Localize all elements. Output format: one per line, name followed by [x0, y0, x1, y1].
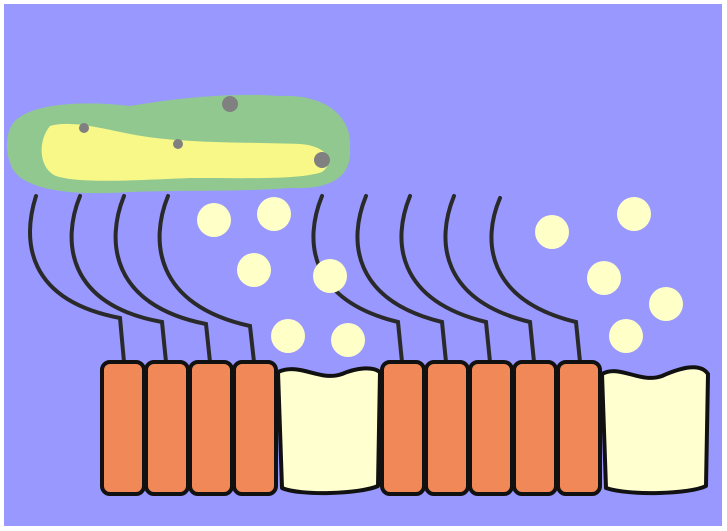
mucus-droplet-icon: [197, 203, 231, 237]
goblet-cell-icon: [602, 367, 708, 493]
ciliated-cell-icon: [514, 362, 556, 494]
organism-spot: [222, 96, 238, 112]
goblet-cell-icon: [278, 368, 380, 493]
ciliated-cell-icon: [470, 362, 512, 494]
ciliated-cell-icon: [146, 362, 188, 494]
mucus-droplet-icon: [617, 197, 651, 231]
ciliated-cell-icon: [190, 362, 232, 494]
ciliated-cell-icon: [234, 362, 276, 494]
mucus-droplet-icon: [649, 287, 683, 321]
mucus-droplet-icon: [587, 261, 621, 295]
epithelium: [102, 362, 708, 494]
organism-spot: [314, 152, 330, 168]
mucus-droplet-icon: [271, 319, 305, 353]
mucus-droplet-icon: [331, 323, 365, 357]
ciliated-cell-icon: [558, 362, 600, 494]
ciliated-cell-icon: [382, 362, 424, 494]
mucus-droplet-icon: [609, 319, 643, 353]
ciliated-cell-icon: [102, 362, 144, 494]
mucus-droplet-icon: [257, 197, 291, 231]
organism-spot: [79, 123, 89, 133]
paramecium-icon: [7, 95, 350, 193]
ciliated-cell-icon: [426, 362, 468, 494]
mucus-droplet-icon: [535, 215, 569, 249]
mucus-droplet-icon: [237, 253, 271, 287]
mucus-droplet-icon: [313, 259, 347, 293]
organism-spot: [173, 139, 183, 149]
